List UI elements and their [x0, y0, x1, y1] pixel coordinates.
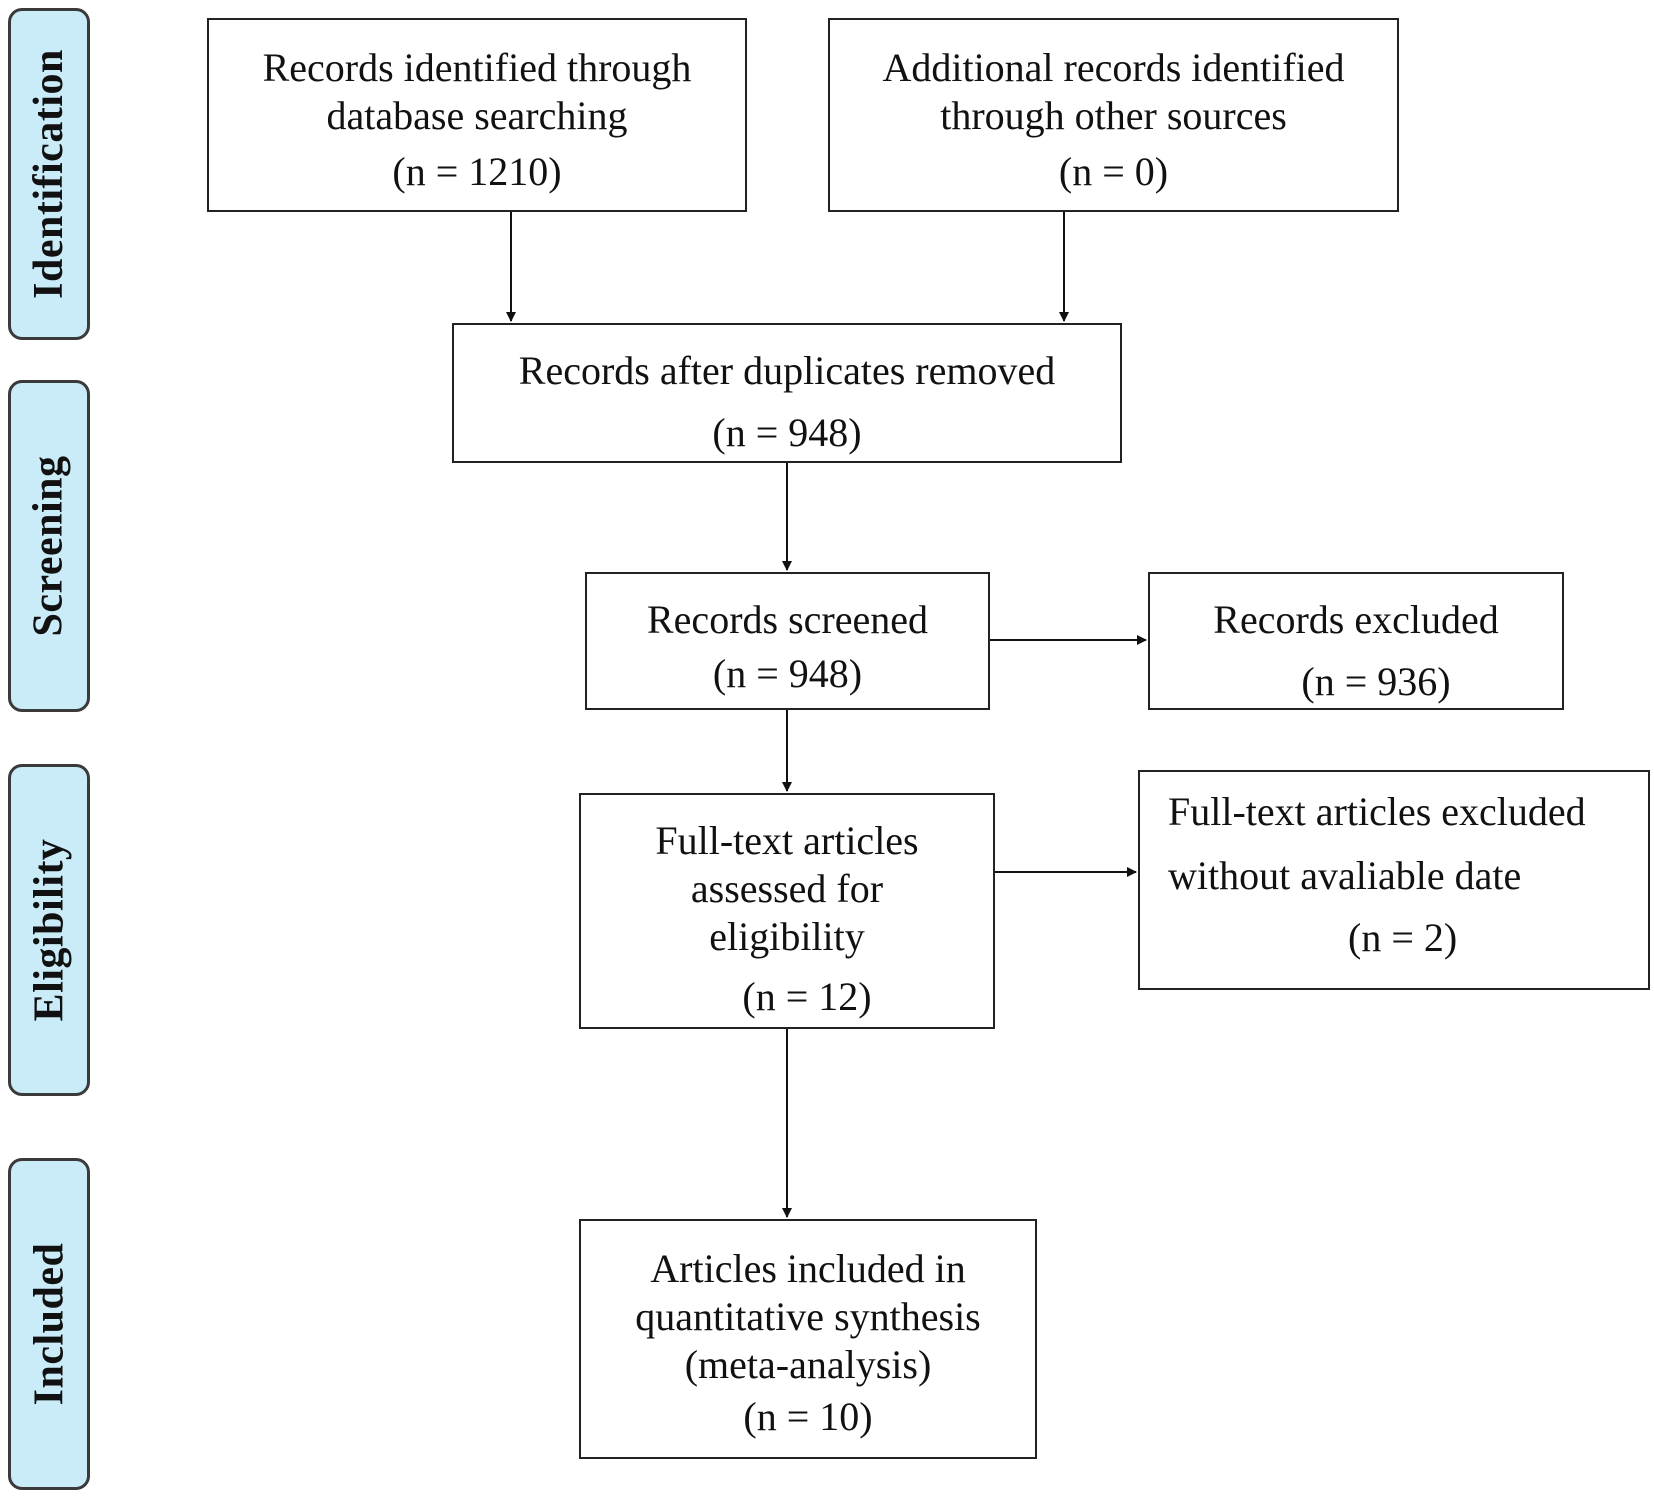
box-records-excluded: Records excluded (n = 936): [1148, 572, 1564, 710]
stage-screening: Screening: [8, 380, 90, 712]
box-count: (n = 948): [712, 410, 862, 455]
stage-eligibility: Eligibility: [8, 764, 90, 1096]
box-line: Full-text articles: [655, 818, 919, 863]
box-line: eligibility: [709, 914, 865, 959]
box-count: (n = 2): [1348, 915, 1458, 960]
box-count: (n = 1210): [392, 149, 562, 194]
stage-included: Included: [8, 1158, 90, 1490]
box-count: (n = 12): [742, 974, 872, 1019]
box-line: Records after duplicates removed: [518, 348, 1056, 393]
box-line: (meta-analysis): [684, 1342, 932, 1387]
box-other-sources: Additional records identified through ot…: [828, 18, 1399, 212]
box-line: Records identified through: [262, 45, 692, 90]
box-count: (n = 10): [743, 1394, 873, 1439]
box-line: assessed for: [690, 866, 884, 911]
box-fulltext-assessed: Full-text articles assessed for eligibil…: [579, 793, 995, 1029]
box-count: (n = 948): [712, 651, 863, 696]
box-line: Records excluded: [1213, 597, 1499, 642]
box-line: through other sources: [940, 93, 1287, 138]
box-line: Records screened: [647, 597, 928, 642]
box-line: Articles included in: [650, 1246, 966, 1291]
box-line: Full-text articles excluded: [1168, 789, 1586, 834]
box-included: Articles included in quantitative synthe…: [579, 1219, 1037, 1459]
box-line: without avaliable date: [1168, 853, 1522, 898]
box-after-duplicates: Records after duplicates removed (n = 94…: [452, 323, 1122, 463]
stage-identification: Identification: [8, 8, 90, 340]
box-line: Additional records identified: [882, 45, 1345, 90]
box-count: (n = 936): [1301, 659, 1451, 704]
box-fulltext-excluded: Full-text articles excluded without aval…: [1138, 770, 1650, 990]
box-database-search: Records identified through database sear…: [207, 18, 747, 212]
box-count: (n = 0): [1058, 149, 1169, 194]
box-line: quantitative synthesis: [635, 1294, 981, 1339]
box-line: database searching: [326, 93, 628, 138]
box-records-screened: Records screened (n = 948): [585, 572, 990, 710]
